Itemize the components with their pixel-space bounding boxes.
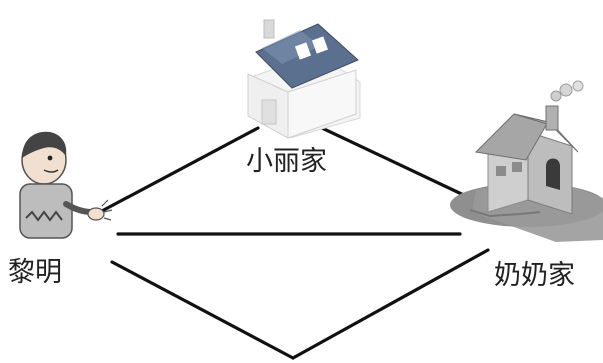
liming-label: 黎明: [8, 257, 62, 288]
xiaoli-home-label: 小丽家: [246, 146, 327, 177]
boy-icon: [19, 131, 113, 239]
route-liming-to-xiaoli: [98, 126, 260, 214]
route-liming-to-bottom: [110, 260, 295, 360]
cottage-icon: [450, 80, 603, 242]
house-icon: [247, 19, 361, 139]
route-xiaoli-to-grandma: [320, 126, 472, 200]
route-bottom-to-grandma: [291, 248, 490, 360]
grandma-home-label: 奶奶家: [494, 260, 575, 291]
